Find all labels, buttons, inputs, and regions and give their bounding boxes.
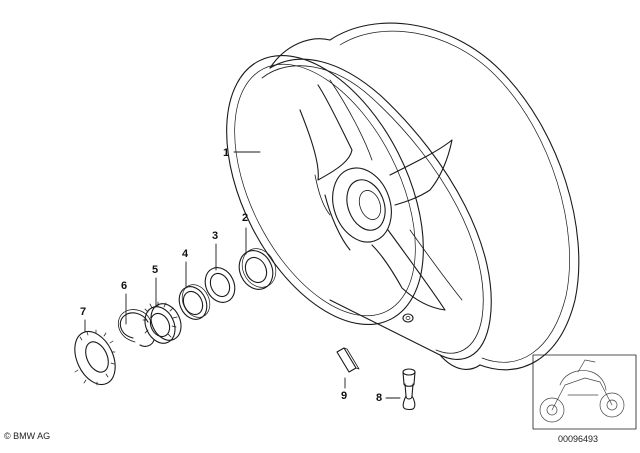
leader-lines: [84, 151, 401, 399]
callout-7: 7: [80, 306, 87, 318]
callout-8: 8: [376, 392, 383, 404]
part-2-ring: [238, 248, 277, 290]
callout-6: 6: [121, 280, 128, 292]
part-6-circlip: [117, 309, 155, 347]
copyright-text: © BMW AG: [4, 431, 51, 441]
part-8-valve: [402, 368, 416, 411]
callout-9: 9: [341, 390, 348, 402]
part-7-disc: [74, 329, 116, 386]
part-4-ring: [178, 284, 211, 320]
callout-3: 3: [212, 230, 219, 242]
part-5-bearing: [142, 301, 182, 344]
motorcycle-thumbnail: [532, 354, 637, 430]
rear-wheel-rim: [226, 22, 580, 371]
callout-2: 2: [242, 212, 249, 224]
diagram-number: 00096493: [558, 434, 599, 444]
part-3-ring: [204, 267, 236, 303]
callout-1: 1: [223, 147, 230, 159]
callout-4: 4: [182, 248, 189, 260]
callout-5: 5: [152, 264, 159, 276]
part-9-weight: [336, 347, 360, 373]
